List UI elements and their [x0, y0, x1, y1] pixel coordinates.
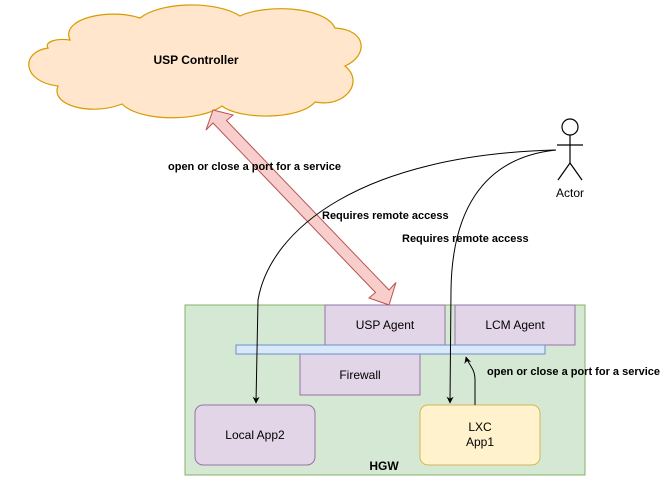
firewall-box[interactable]: Firewall	[299, 352, 421, 396]
hgw-label: HGW	[369, 459, 399, 473]
edge-label-remote-access-right: Requires remote access	[402, 233, 529, 245]
usp-agent-box[interactable]: USP Agent	[324, 304, 446, 346]
actor-figure[interactable]	[557, 118, 583, 181]
local-app2-box[interactable]: Local App2	[194, 404, 316, 466]
lcm-agent-box[interactable]: LCM Agent	[454, 304, 576, 346]
local-app2-label: Local App2	[225, 428, 285, 442]
edge-label-lxc-port: open or close a port for a service	[487, 366, 660, 378]
actor-label: Actor	[556, 186, 584, 200]
lxc-app1-box[interactable]: LXC App1	[419, 404, 541, 466]
usp-controller-cloud[interactable]: USP Controller	[28, 4, 362, 119]
edge-lxc-to-bus[interactable]	[464, 356, 476, 405]
usp-agent-rect	[324, 304, 446, 346]
local-app2-rect	[194, 404, 316, 466]
actor-head-icon	[561, 118, 579, 136]
lcm-agent-label: LCM Agent	[485, 318, 545, 332]
communication-bus[interactable]	[235, 344, 546, 355]
firewall-rect	[299, 352, 421, 396]
edge-actor-to-local-app2[interactable]	[252, 149, 557, 404]
app1-label: App1	[466, 435, 494, 449]
usp-controller-label: USP Controller	[153, 53, 238, 67]
edge-label-remote-access-left: Requires remote access	[322, 210, 449, 222]
actor-leg-right	[569, 162, 583, 181]
firewall-label: Firewall	[339, 368, 380, 382]
edge-label-controller-port: open or close a port for a service	[168, 161, 341, 173]
lxc-label: LXC	[468, 420, 492, 434]
actor-leg-left	[557, 162, 571, 181]
lxc-app1-rect	[419, 404, 541, 466]
edge-actor-to-lxc[interactable]	[446, 149, 557, 404]
controller-agent-double-arrow[interactable]	[205, 109, 397, 306]
usp-agent-label: USP Agent	[356, 318, 415, 332]
cloud-shape	[28, 4, 362, 119]
lcm-agent-rect	[454, 304, 576, 346]
